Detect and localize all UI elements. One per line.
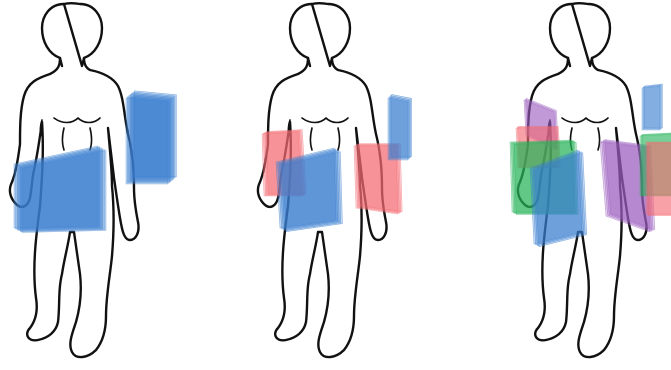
plane-stack-blue: [14, 146, 106, 233]
plane-stack-blue: [642, 84, 662, 130]
plane-stack-blue: [276, 148, 342, 232]
panel-1: [10, 3, 176, 357]
plane-stack-blue: [388, 94, 412, 160]
blue-plane: [282, 152, 342, 232]
plane-stack-blue: [530, 150, 587, 247]
plane-stack-blue: [126, 91, 176, 184]
red-plane: [648, 144, 671, 216]
blue-plane: [134, 91, 176, 177]
blue-plane: [392, 94, 412, 156]
panel-3: [510, 3, 671, 357]
plane-stack-red: [646, 142, 671, 216]
panel-2: [258, 3, 412, 357]
blue-plane: [644, 84, 662, 128]
